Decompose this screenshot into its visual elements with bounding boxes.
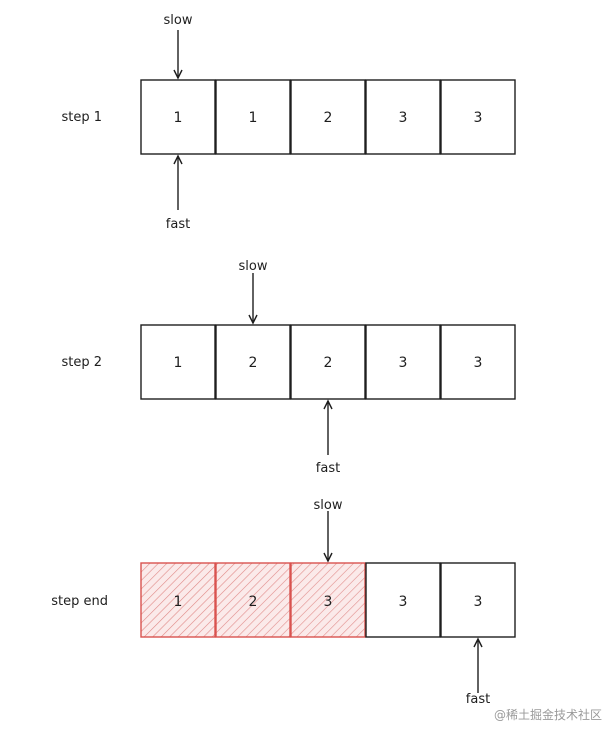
row2-cell-4-value: 3 [398, 355, 408, 371]
row2-slow-label: slow [238, 259, 268, 274]
array-cells [140, 79, 516, 638]
row3-cell-1-value: 1 [173, 594, 183, 610]
row3-cell-3-hatch [291, 563, 365, 637]
row3-fast-arrow-head [473, 637, 483, 648]
row-label-step-1: step 1 [61, 110, 102, 125]
row1-cell-5-value: 3 [473, 110, 483, 126]
row3-slow-arrow-head [323, 552, 333, 563]
row2-cell-1-value: 1 [173, 355, 183, 371]
row1-slow-label: slow [163, 13, 193, 28]
row1-cell-2 [215, 79, 291, 155]
row2-cell-3 [290, 324, 366, 400]
row3-cell-4 [365, 562, 441, 638]
row3-cell-1-hatch [141, 563, 215, 637]
row1-cell-2-value: 1 [248, 110, 258, 126]
row1-cell-5 [440, 79, 516, 155]
row2-slow-arrow-head [248, 314, 258, 325]
pointer-arrows [173, 30, 483, 693]
row3-cell-3-value: 3 [323, 594, 333, 610]
row1-cell-3-value: 2 [323, 110, 333, 126]
row3-cell-5 [440, 562, 516, 638]
row1-cell-3 [290, 79, 366, 155]
row2-cell-5 [440, 324, 516, 400]
row2-fast-label: fast [315, 461, 341, 476]
row1-fast-arrow-head [173, 154, 183, 165]
row2-cell-4 [365, 324, 441, 400]
row1-fast-label: fast [165, 217, 191, 232]
row1-cell-1-value: 1 [173, 110, 183, 126]
row2-cell-2 [215, 324, 291, 400]
row1-cell-4 [365, 79, 441, 155]
row2-fast-arrow-head [323, 399, 333, 410]
row1-cell-4-value: 3 [398, 110, 408, 126]
row3-cell-2-value: 2 [248, 594, 258, 610]
row-label-step-2: step 2 [61, 355, 102, 370]
row3-cell-2-hatch [216, 563, 290, 637]
row3-cell-4-value: 3 [398, 594, 408, 610]
row3-slow-label: slow [313, 498, 343, 513]
row1-cell-1 [140, 79, 216, 155]
row3-cell-5-value: 3 [473, 594, 483, 610]
row-label-step-end: step end [51, 594, 108, 609]
row2-cell-2-value: 2 [248, 355, 258, 371]
row3-cell-2 [215, 562, 291, 638]
row3-cell-1 [140, 562, 216, 638]
row1-slow-arrow-head [173, 69, 183, 80]
row2-cell-3-value: 2 [323, 355, 333, 371]
row3-cell-3 [290, 562, 366, 638]
watermark: @稀土掘金技术社区 [493, 708, 602, 722]
row2-cell-1 [140, 324, 216, 400]
row3-fast-label: fast [465, 692, 491, 707]
row2-cell-5-value: 3 [473, 355, 483, 371]
